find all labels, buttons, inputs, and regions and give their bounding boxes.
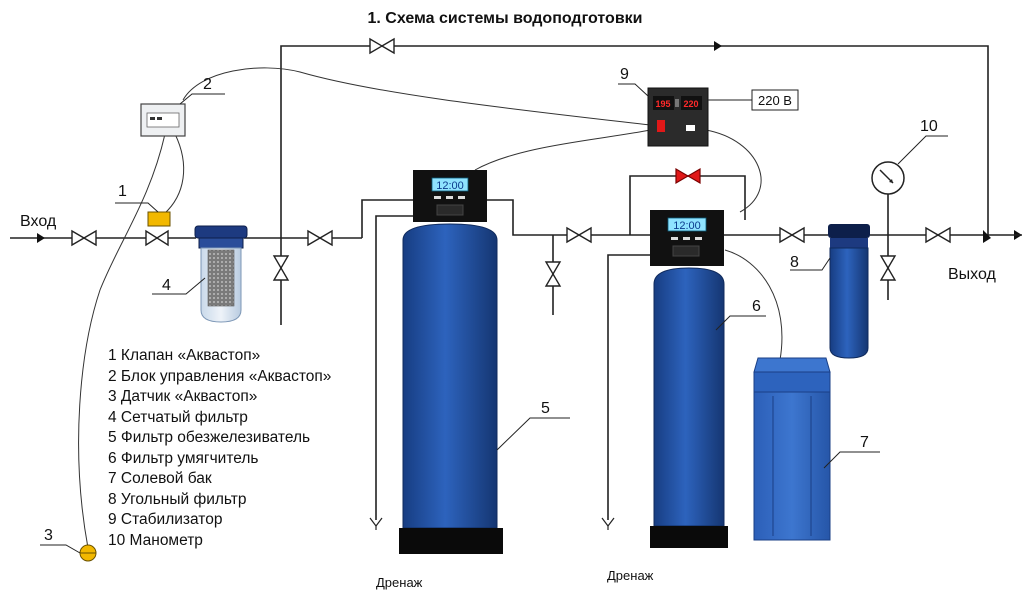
bypass-valve-red	[675, 167, 701, 185]
legend-item: 5 Фильтр обезжелезиватель	[108, 429, 311, 446]
aquastop-valve-actuator	[147, 211, 171, 227]
callout-6: 6	[752, 298, 761, 315]
legend-item: 3 Датчик «Аквастоп»	[108, 388, 258, 405]
voltage-label: 220 В	[758, 93, 792, 108]
callout-leaders	[40, 83, 948, 554]
legend-item: 4 Сетчатый фильтр	[108, 408, 248, 426]
callout-8: 8	[790, 254, 799, 271]
iron-removal-filter: 12:00	[399, 170, 503, 554]
softener-display-time: 12:00	[673, 220, 701, 232]
iron-filter-display-time: 12:00	[436, 180, 464, 192]
valves	[71, 37, 951, 287]
outlet-label: Выход	[948, 266, 997, 283]
page-title: 1. Схема системы водоподготовки	[367, 10, 642, 27]
callout-9: 9	[620, 66, 629, 83]
stabilizer-input-readout: 195	[655, 99, 670, 109]
legend-item: 2 Блок управления «Аквастоп»	[108, 367, 332, 385]
stabilizer-output-readout: 220	[683, 99, 698, 109]
legend-item: 6 Фильтр умягчитель	[108, 449, 259, 467]
carbon-filter	[828, 224, 870, 359]
callout-10: 10	[920, 118, 938, 135]
legend-item: 8 Угольный фильтр	[108, 490, 247, 508]
drain-label-right: Дренаж	[607, 568, 654, 583]
legend: 1 Клапан «Аквастоп» 2 Блок управления «А…	[108, 346, 331, 551]
drain-label-left: Дренаж	[376, 575, 423, 590]
voltage-stabilizer: 195 220	[647, 87, 709, 147]
callout-5: 5	[541, 400, 550, 417]
callout-1: 1	[118, 183, 127, 200]
aquastop-control-unit	[140, 103, 186, 137]
salt-tank	[753, 357, 831, 541]
softener-filter: 12:00	[650, 210, 728, 548]
manometer	[871, 161, 905, 195]
callout-4: 4	[162, 277, 171, 294]
legend-item: 10 Манометр	[108, 531, 203, 549]
inlet-label: Вход	[20, 213, 57, 230]
control-wires	[78, 67, 783, 549]
callout-numbers: 1 2 3 4 5 6 7 8 9 10	[44, 66, 938, 544]
drain-symbols	[369, 517, 615, 530]
callout-7: 7	[860, 434, 869, 451]
legend-item: 7 Солевой бак	[108, 470, 212, 487]
callout-2: 2	[203, 76, 212, 93]
legend-item: 1 Клапан «Аквастоп»	[108, 347, 261, 364]
callout-3: 3	[44, 527, 53, 544]
mesh-filter	[194, 225, 248, 323]
voltage-box	[751, 89, 799, 111]
legend-item: 9 Стабилизатор	[108, 511, 223, 528]
flow-arrows	[37, 41, 1022, 243]
